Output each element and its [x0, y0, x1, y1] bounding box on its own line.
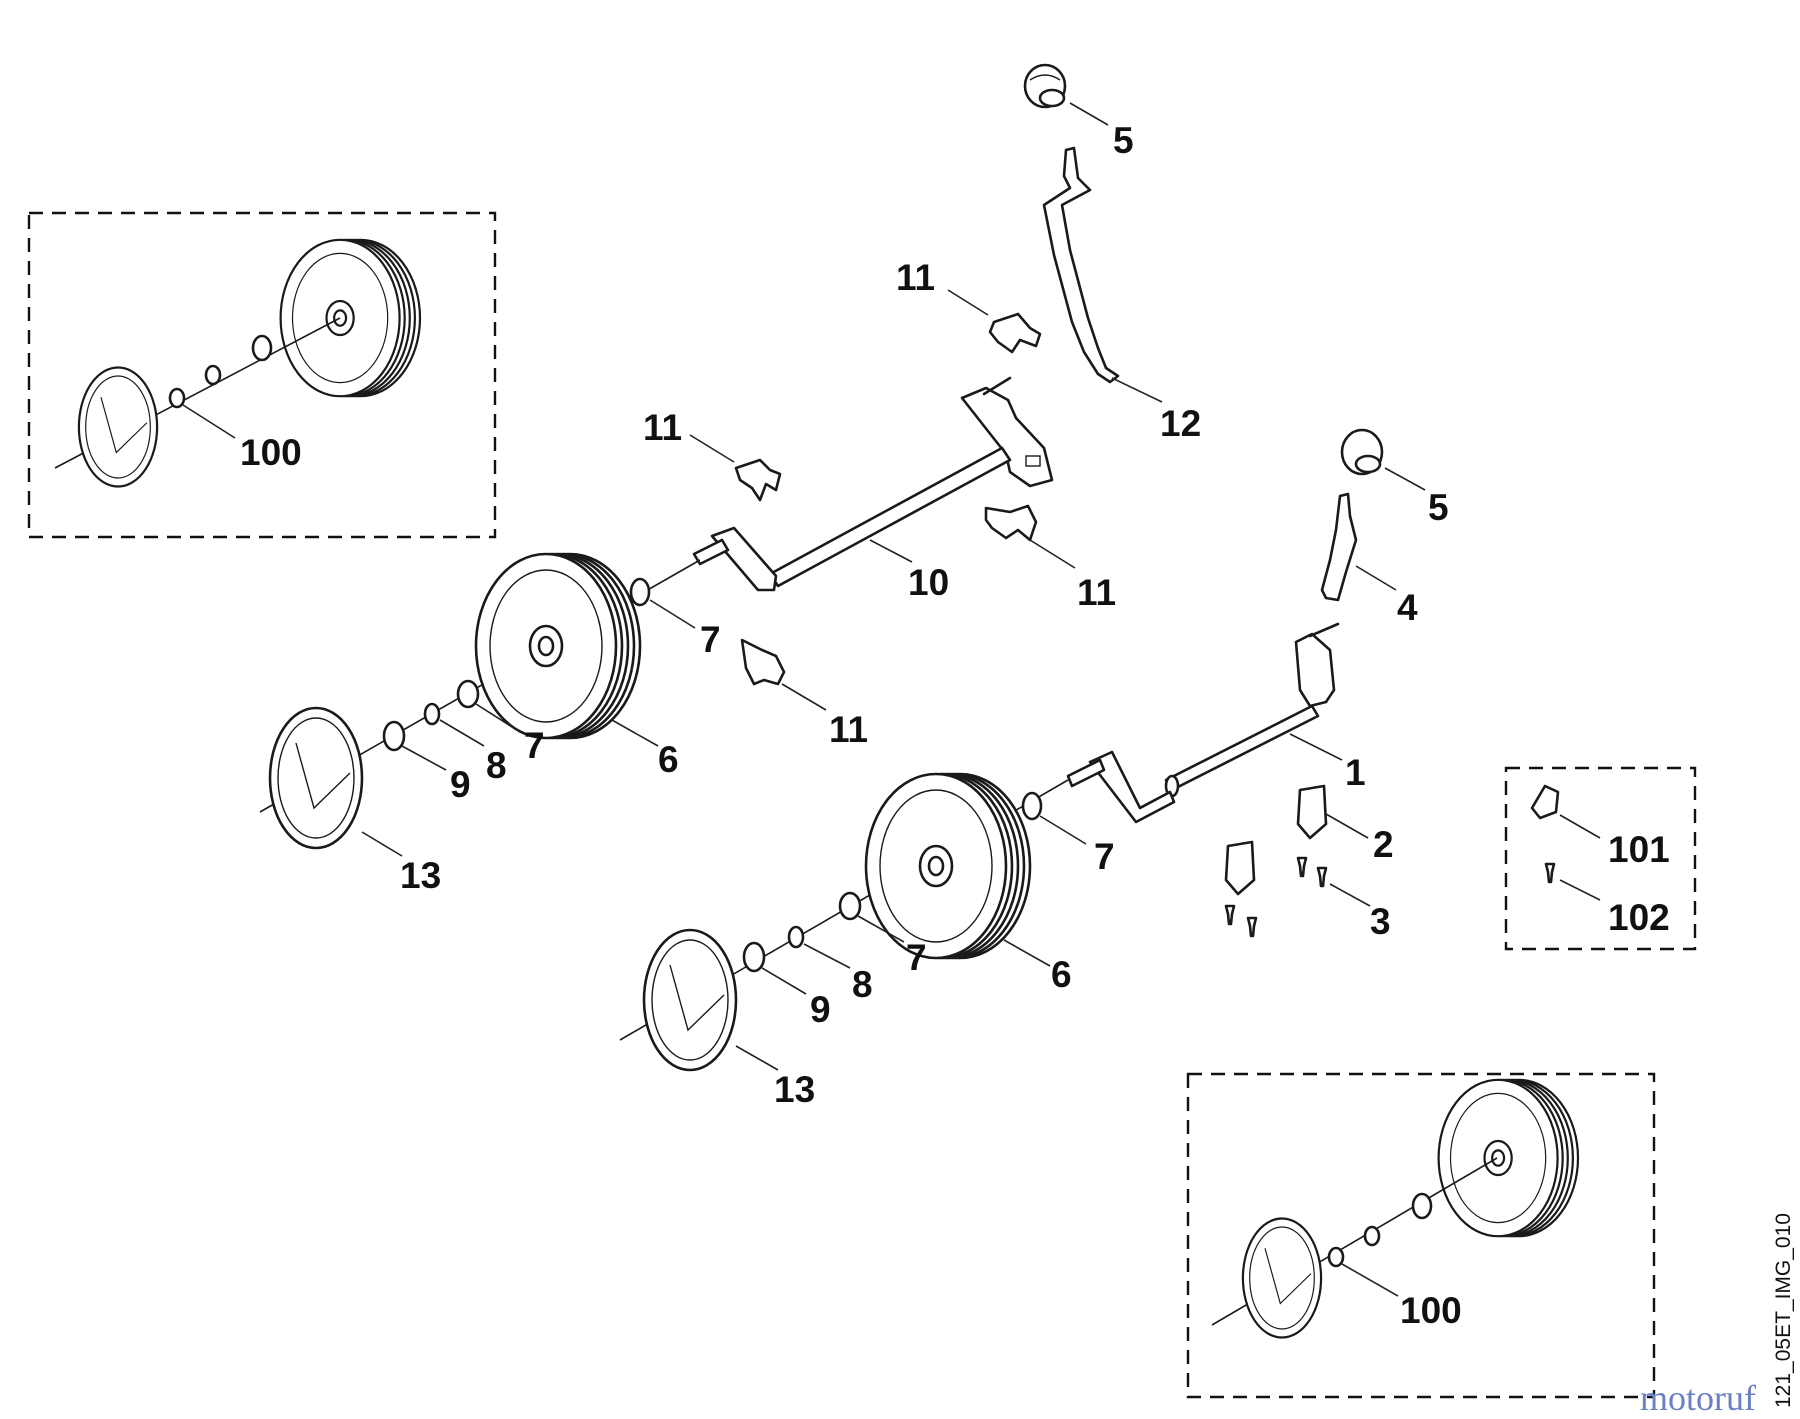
wheel-6-left — [474, 552, 642, 740]
callout-6-left: 6 — [658, 739, 679, 780]
ring-100-top-left — [168, 387, 186, 409]
callout-12: 12 — [1160, 403, 1201, 444]
callout-7-left-front: 7 — [524, 725, 545, 766]
callout-10: 10 — [908, 562, 949, 603]
adjuster-lever-4 — [1320, 492, 1358, 602]
option-box-101-102 — [1504, 766, 1697, 951]
callout-11-top: 11 — [896, 257, 935, 298]
callout-13-left: 13 — [400, 855, 441, 896]
height-lever-12 — [1042, 146, 1120, 384]
watermark-logo: motoruf — [1640, 1378, 1756, 1418]
cap-13-right — [642, 928, 738, 1072]
knob-5-right — [1340, 428, 1384, 476]
callout-3: 3 — [1370, 901, 1391, 942]
axle-10 — [692, 376, 1054, 592]
washer-8-right — [787, 925, 805, 949]
screw-102 — [1544, 862, 1556, 884]
callout-11-low: 11 — [829, 709, 868, 750]
callout-100-top-left: 100 — [240, 432, 302, 473]
bearing-7-right-front — [838, 891, 862, 921]
callout-13-right: 13 — [774, 1069, 815, 1110]
callout-7-left-rear: 7 — [700, 619, 721, 660]
callout-7-right-rear: 7 — [1094, 836, 1115, 877]
clip-11-top — [988, 312, 1042, 354]
callout-4: 4 — [1397, 587, 1418, 628]
washer-100-bottom-right — [1363, 1225, 1381, 1247]
cap-100-top-left — [77, 366, 159, 488]
callout-101: 101 — [1608, 829, 1670, 870]
option-box-top-left — [27, 211, 497, 539]
ring-100-bottom-right — [1327, 1246, 1345, 1268]
bearing-7-left-rear — [629, 577, 651, 607]
axle-1 — [1066, 622, 1340, 824]
guide-2-right — [1296, 784, 1328, 840]
bearing-7-right-rear — [1021, 791, 1043, 821]
bearing-7-left-front — [456, 679, 480, 709]
guide-2-left — [1224, 840, 1256, 896]
bearing-100-bottom-right — [1411, 1192, 1433, 1220]
callout-11-left: 11 — [643, 407, 682, 448]
callout-9-right: 9 — [810, 989, 831, 1030]
image-code: 121_05ET_IMG_010 — [1772, 1213, 1795, 1408]
clip-11-left — [734, 458, 782, 502]
wheel-6-right — [864, 772, 1032, 960]
callout-8-left: 8 — [486, 745, 507, 786]
washer-8-left — [423, 702, 441, 726]
callout-100-bottom-right: 100 — [1400, 1290, 1462, 1331]
callout-11-right: 11 — [1077, 572, 1116, 613]
callout-7-right-front: 7 — [906, 937, 927, 978]
screws-3 — [1224, 856, 1328, 938]
callout-5-right: 5 — [1428, 487, 1449, 528]
callout-1: 1 — [1345, 752, 1366, 793]
knob-5-top — [1023, 63, 1067, 109]
part-101 — [1530, 784, 1560, 820]
clip-11-right — [984, 504, 1038, 542]
ring-9-left — [382, 720, 406, 752]
cap-13-left — [268, 706, 364, 850]
wheel-100-top-left — [279, 238, 422, 398]
clip-11-low — [740, 638, 786, 686]
callout-8-right: 8 — [852, 964, 873, 1005]
callout-6-right: 6 — [1051, 954, 1072, 995]
callout-2: 2 — [1373, 824, 1394, 865]
cap-100-bottom-right — [1241, 1217, 1323, 1339]
washer-100-top-left — [204, 364, 222, 386]
wheel-100-bottom-right — [1437, 1078, 1580, 1238]
callout-102: 102 — [1608, 897, 1670, 938]
ring-9-right — [742, 941, 766, 973]
callout-9-left: 9 — [450, 764, 471, 805]
callout-5-top: 5 — [1113, 120, 1134, 161]
option-box-bottom-right — [1186, 1072, 1656, 1399]
bearing-100-top-left — [251, 334, 273, 362]
